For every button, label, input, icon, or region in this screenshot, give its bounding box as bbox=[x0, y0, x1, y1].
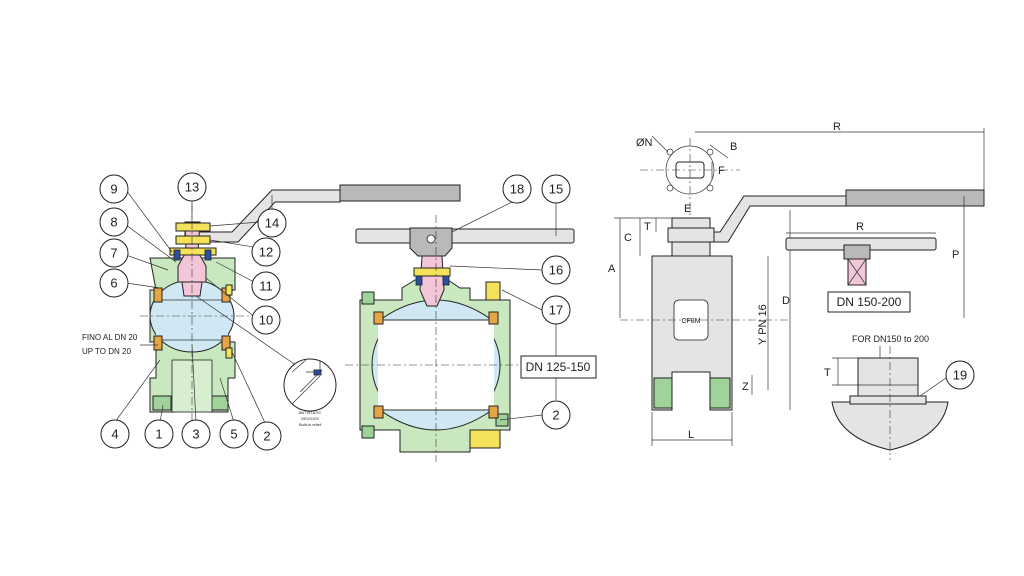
callout-4: 4 bbox=[100, 419, 130, 449]
dim-E: E bbox=[684, 203, 691, 215]
dim-F: F bbox=[718, 165, 725, 177]
antistatic-detail: ANTISTATIC DEVICES Built-in relief bbox=[283, 358, 337, 427]
svg-text:5: 5 bbox=[230, 427, 237, 442]
callout-1: 1 bbox=[144, 419, 174, 449]
svg-text:4: 4 bbox=[111, 427, 118, 442]
callout-14: 14 bbox=[257, 208, 287, 238]
svg-text:ANTISTATIC: ANTISTATIC bbox=[299, 410, 322, 415]
center-section-view bbox=[345, 215, 575, 462]
callout-17: 17 bbox=[541, 295, 571, 325]
center-leader-lines bbox=[449, 199, 557, 421]
svg-text:FOR DN150 to 200: FOR DN150 to 200 bbox=[852, 334, 929, 344]
callout-6: 6 bbox=[99, 268, 129, 298]
callout-15: 15 bbox=[541, 174, 571, 204]
dn150-200-nut-detail: FOR DN150 to 200 T bbox=[824, 334, 949, 460]
callout-12: 12 bbox=[251, 237, 281, 267]
dim-L: L bbox=[688, 429, 694, 441]
svg-text:DN 125-150: DN 125-150 bbox=[526, 360, 591, 374]
dim-D: D bbox=[782, 295, 790, 307]
left-section-view bbox=[140, 184, 461, 420]
svg-text:1: 1 bbox=[155, 427, 162, 442]
dim-B: B bbox=[730, 141, 737, 153]
callout-5: 5 bbox=[219, 419, 249, 449]
callout-13: 13 bbox=[177, 172, 207, 202]
callout-9: 9 bbox=[99, 174, 129, 204]
dim-Z: Z bbox=[742, 381, 749, 393]
svg-text:15: 15 bbox=[549, 182, 563, 197]
svg-text:16: 16 bbox=[549, 263, 563, 278]
dn150-200-handle-detail: R DN 150-200 bbox=[785, 221, 937, 313]
pn-mark: Y PN 16 bbox=[757, 304, 769, 345]
dim-A: A bbox=[608, 263, 616, 275]
callout-11: 11 bbox=[251, 271, 281, 301]
callout-16: 16 bbox=[541, 255, 571, 285]
svg-text:2: 2 bbox=[263, 429, 270, 444]
left-leader-lines bbox=[114, 189, 301, 426]
callout-18: 18 bbox=[502, 174, 532, 204]
svg-text:7: 7 bbox=[110, 246, 117, 261]
svg-text:9: 9 bbox=[110, 182, 117, 197]
callout-2: 2 bbox=[252, 421, 282, 451]
body-mark-cf8m: CF8M bbox=[681, 318, 700, 325]
svg-text:18: 18 bbox=[510, 182, 524, 197]
callout-2-center: 2 bbox=[541, 400, 571, 430]
callout-19: 19 bbox=[945, 360, 975, 390]
dim-phiN: ØN bbox=[636, 137, 653, 149]
svg-text:8: 8 bbox=[110, 215, 117, 230]
callout-10: 10 bbox=[251, 305, 281, 335]
dim-R-top: R bbox=[833, 121, 841, 133]
svg-text:6: 6 bbox=[110, 276, 117, 291]
svg-text:19: 19 bbox=[953, 368, 967, 383]
note-up-to-dn20: UP TO DN 20 bbox=[82, 347, 131, 356]
callout-3: 3 bbox=[181, 419, 211, 449]
svg-text:DEVICES: DEVICES bbox=[301, 416, 319, 421]
right-dimension-lines bbox=[614, 128, 985, 446]
svg-text:14: 14 bbox=[265, 216, 279, 231]
dim-P: P bbox=[952, 249, 959, 261]
svg-text:2: 2 bbox=[552, 408, 559, 423]
svg-text:17: 17 bbox=[549, 303, 563, 318]
callout-7: 7 bbox=[99, 238, 129, 268]
svg-text:11: 11 bbox=[259, 279, 273, 294]
svg-text:Built-in relief: Built-in relief bbox=[299, 422, 322, 427]
svg-text:DN 150-200: DN 150-200 bbox=[837, 295, 902, 309]
note-fino-al-dn20: FINO AL DN 20 bbox=[82, 333, 138, 342]
dim-R-small: R bbox=[856, 221, 864, 233]
dim-T-detail: T bbox=[824, 367, 831, 379]
dim-C: C bbox=[624, 232, 632, 244]
svg-text:13: 13 bbox=[185, 180, 199, 195]
right-elevation-view: CF8M bbox=[620, 138, 985, 411]
callout-8: 8 bbox=[99, 207, 129, 237]
svg-text:3: 3 bbox=[192, 427, 199, 442]
svg-text:10: 10 bbox=[259, 313, 273, 328]
dim-T-top: T bbox=[644, 221, 651, 233]
dn125-150-box: DN 125-150 bbox=[520, 355, 597, 379]
svg-text:12: 12 bbox=[259, 245, 273, 260]
